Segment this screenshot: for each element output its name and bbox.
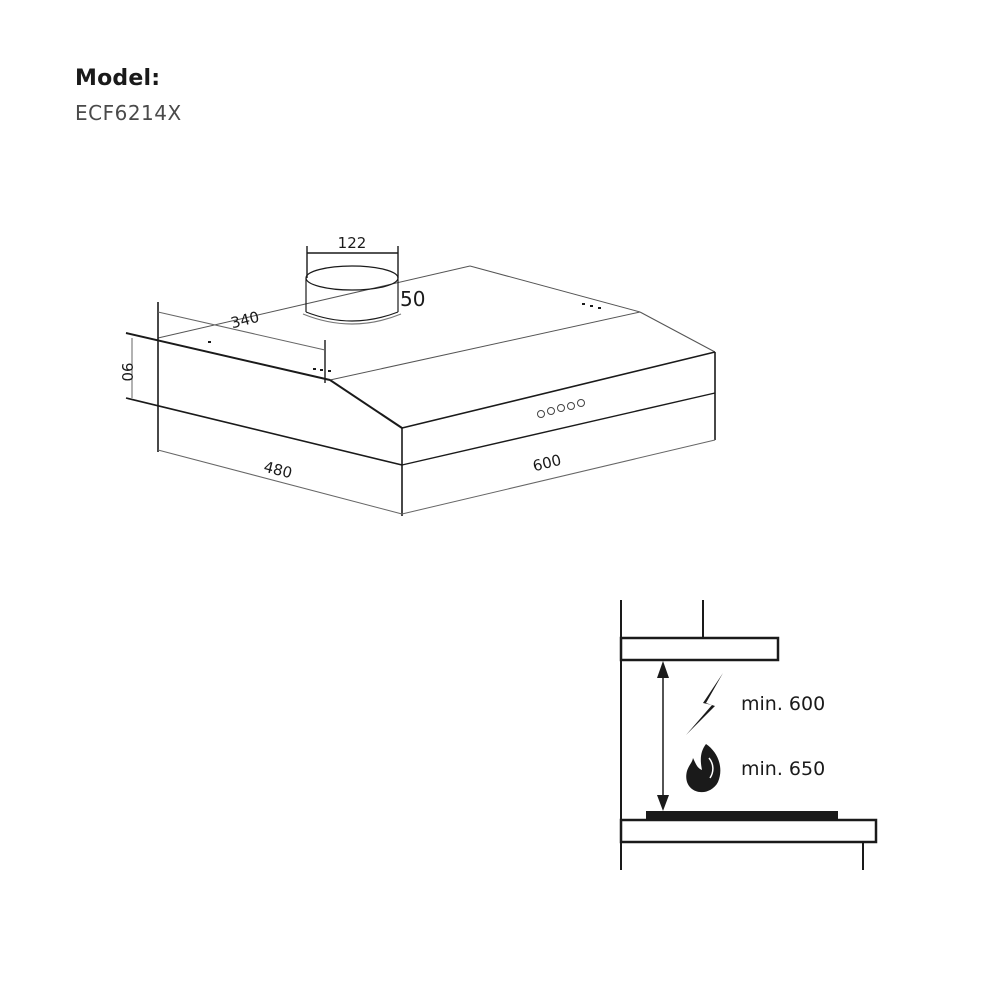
- dimension-duct-diameter: 122: [338, 234, 367, 252]
- clearance-gas: min. 650: [741, 758, 825, 780]
- dimension-duct-height: 50: [400, 287, 425, 311]
- installation-clearance-diagram: [619, 600, 878, 870]
- dimension-width: 600: [531, 451, 563, 475]
- mounting-holes: [208, 303, 601, 372]
- model-label: Model:: [75, 66, 161, 91]
- dimension-height: 90: [118, 362, 136, 381]
- electric-bolt-icon: [686, 673, 723, 735]
- range-hood-drawing: [125, 246, 716, 516]
- dimension-depth-top: 340: [229, 308, 261, 332]
- clearance-electric: min. 600: [741, 693, 825, 715]
- control-buttons: [537, 399, 585, 418]
- model-number: ECF6214X: [75, 101, 182, 125]
- flame-icon: [686, 744, 721, 793]
